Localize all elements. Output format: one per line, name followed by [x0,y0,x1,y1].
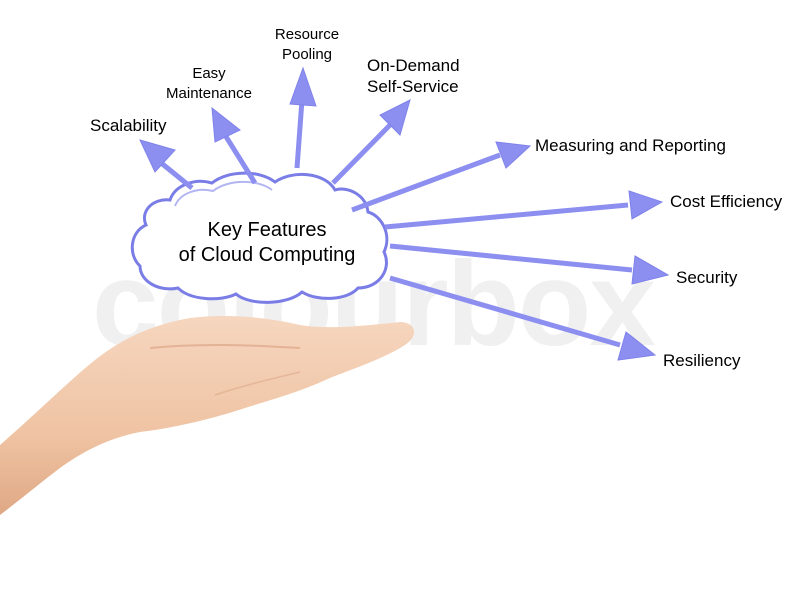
label-resource-pooling: Resource Pooling [265,25,349,65]
label-measuring-and-reporting: Measuring and Reporting [535,136,726,155]
label-on-demand-line1: On-Demand [367,56,460,75]
arrow-scalability [139,139,194,190]
label-easy-maintenance: Easy Maintenance [162,64,256,104]
arrow-security [389,243,670,285]
arrow-resiliency [389,275,657,361]
arrow-resource-pooling [289,66,317,169]
center-title: Key Features of Cloud Computing [162,218,372,268]
label-on-demand-line2: Self-Service [367,77,459,96]
arrow-easy-maintenance [211,106,258,185]
cloud-shape [130,171,389,304]
label-resiliency: Resiliency [663,351,741,370]
arrow-on-demand [331,99,411,185]
label-cost-efficiency: Cost Efficiency [670,192,783,211]
label-easy-maintenance-line2: Maintenance [166,85,252,102]
label-resource-pooling-line2: Pooling [281,46,333,63]
arrow-measuring [351,141,532,213]
center-title-line2: of Cloud Computing [178,244,356,266]
label-security: Security [676,268,738,287]
center-title-line1: Key Features [207,219,327,241]
label-scalability: Scalability [90,116,167,135]
label-on-demand: On-Demand Self-Service [367,55,460,97]
label-easy-maintenance-line1: Easy [192,65,226,82]
label-resource-pooling-line1: Resource [274,26,340,43]
arrow-cost-efficiency [384,190,664,230]
hand-illustration [0,315,415,515]
